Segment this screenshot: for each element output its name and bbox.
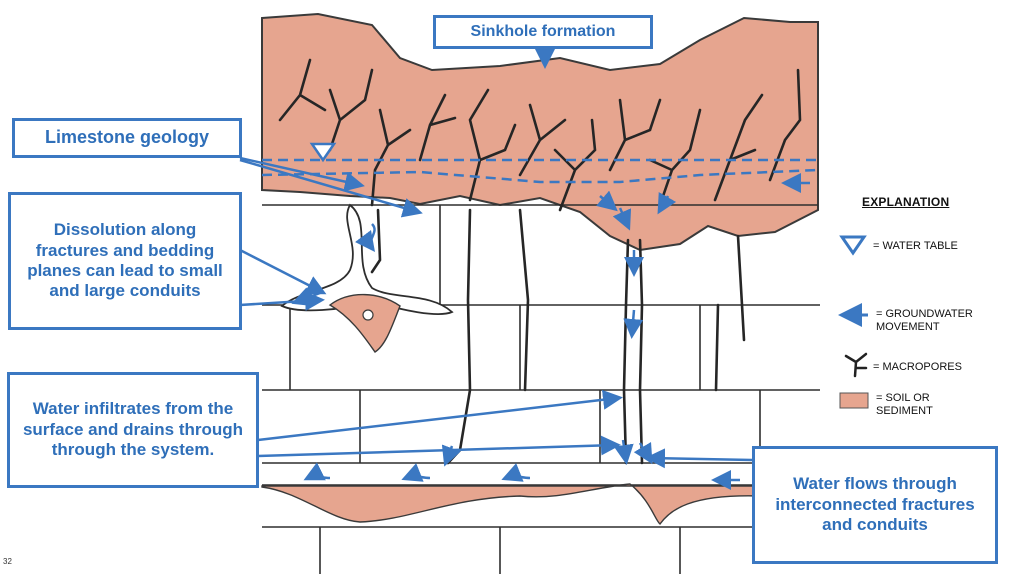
page-number: 32: [3, 557, 12, 566]
dissolution-label: Dissolution along fractures and bedding …: [17, 220, 233, 302]
limestone-callout: Limestone geology: [12, 118, 242, 158]
infiltration-callout: Water infiltrates from the surface and d…: [7, 372, 259, 488]
legend-water-table: = WATER TABLE: [873, 240, 1013, 253]
flow-label: Water flows through interconnected fract…: [763, 474, 987, 535]
soil-swatch-icon: [840, 393, 868, 408]
fractures: [372, 210, 744, 463]
infiltration-label: Water infiltrates from the surface and d…: [16, 399, 250, 460]
legend-macropores: = MACROPORES: [873, 361, 1013, 374]
legend-groundwater: = GROUNDWATER MOVEMENT: [876, 308, 1016, 333]
limestone-label: Limestone geology: [45, 127, 209, 149]
macropore-icon: [846, 354, 866, 376]
lower-sediment: [262, 484, 820, 524]
legend-title: EXPLANATION: [862, 195, 949, 209]
water-table-triangle-icon: [842, 237, 864, 253]
sinkhole-label: Sinkhole formation: [471, 22, 616, 41]
sediment-pocket: [330, 295, 400, 352]
dissolution-callout: Dissolution along fractures and bedding …: [8, 192, 242, 330]
soil-layer: [262, 14, 818, 250]
legend-soil: = SOIL OR SEDIMENT: [876, 392, 986, 417]
sinkhole-callout: Sinkhole formation: [433, 15, 653, 49]
flow-callout: Water flows through interconnected fract…: [752, 446, 998, 564]
